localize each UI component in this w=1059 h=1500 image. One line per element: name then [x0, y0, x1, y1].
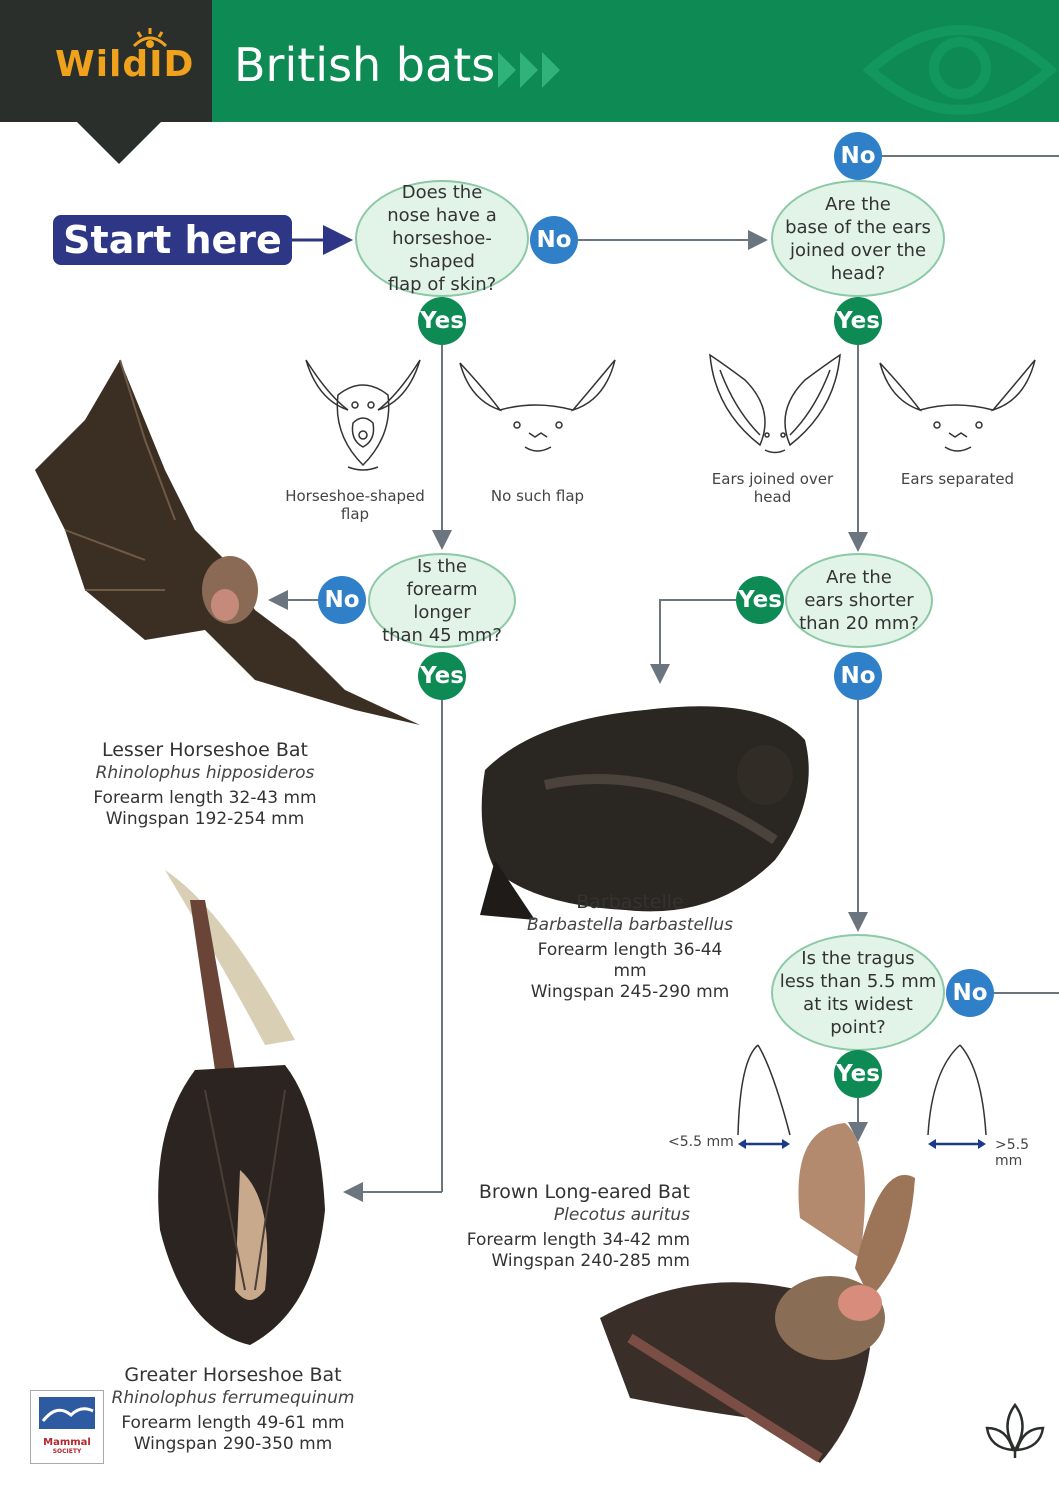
answer-yes-badge: Yes — [834, 297, 882, 345]
q3-line: forearm longer — [406, 578, 478, 623]
q5-line: Is the tragus — [801, 947, 915, 969]
tragus-narrow-illustration — [737, 1044, 791, 1149]
answer-no-badge: No — [318, 576, 366, 624]
mammal-society-icon — [39, 1397, 95, 1429]
q5-line: less than 5.5 mm — [779, 970, 937, 992]
species-name: Barbastelle — [576, 891, 684, 913]
wildid-logo: WildID — [55, 44, 195, 85]
mammal-society-logo: Mammal SOCIETY — [30, 1390, 104, 1464]
species-barbastelle: Barbastelle Barbastella barbastellus For… — [525, 890, 735, 1003]
species-forearm: Forearm length 36-44 mm — [537, 940, 723, 981]
ears-joined-illustration — [709, 353, 841, 454]
eye-icon — [862, 25, 1058, 115]
q3-line: Is the — [417, 555, 467, 577]
logo-box — [0, 0, 212, 122]
species-latin: Rhinolophus ferrumequinum — [111, 1388, 355, 1408]
ears-separated-illustration — [879, 359, 1036, 452]
answer-yes-badge: Yes — [736, 576, 784, 624]
species-wingspan: Wingspan 192-254 mm — [105, 809, 305, 829]
species-latin: Plecotus auritus — [553, 1205, 690, 1225]
q3-line: than 45 mm? — [382, 624, 502, 646]
answer-yes-badge: Yes — [834, 1050, 882, 1098]
species-name: Greater Horseshoe Bat — [124, 1364, 342, 1386]
greater-horseshoe-bat-image — [158, 870, 325, 1345]
lesser-horseshoe-bat-image — [35, 359, 420, 725]
q2-line: joined over the — [789, 239, 927, 261]
species-greater-horseshoe: Greater Horseshoe Bat Rhinolophus ferrum… — [108, 1363, 358, 1455]
chevrons-icon — [498, 52, 560, 88]
page-title: British bats — [234, 38, 496, 92]
start-here-label: Start here — [53, 215, 292, 265]
species-brown-long-eared: Brown Long-eared Bat Plecotus auritus Fo… — [465, 1180, 690, 1272]
species-wingspan: Wingspan 240-285 mm — [491, 1251, 690, 1271]
q1-line: nose have a — [387, 205, 497, 226]
brown-long-eared-bat-image — [600, 1123, 915, 1463]
plain-nose-illustration — [459, 359, 616, 452]
answer-no-badge: No — [834, 652, 882, 700]
caption-no-flap: No such flap — [490, 487, 585, 505]
q4-line: Are the — [826, 567, 892, 588]
species-name: Lesser Horseshoe Bat — [101, 739, 308, 761]
species-latin: Rhinolophus hipposideros — [95, 763, 315, 783]
answer-no-badge: No — [834, 132, 882, 180]
answer-yes-badge: Yes — [418, 652, 466, 700]
answer-yes-badge: Yes — [418, 297, 466, 345]
tragus-small-label: <5.5 mm — [668, 1134, 734, 1150]
logo-notch — [75, 120, 163, 164]
tragus-large-label: >5.5 mm — [995, 1137, 1029, 1169]
society-logo-line: Mammal — [43, 1437, 91, 1448]
leaf-icon — [985, 1402, 1045, 1458]
species-lesser-horseshoe: Lesser Horseshoe Bat Rhinolophus hipposi… — [85, 738, 325, 830]
caption-line: flap — [340, 505, 370, 523]
species-forearm: Forearm length 49-61 mm — [121, 1413, 345, 1433]
species-forearm: Forearm length 32-43 mm — [93, 788, 317, 808]
caption-line: Horseshoe-shaped — [285, 487, 425, 505]
q2-line: Are the — [825, 193, 891, 215]
caption-ears-separated: Ears separated — [900, 470, 1015, 488]
q1-line: Does the — [401, 182, 483, 203]
q1-line: horseshoe-shaped — [392, 228, 492, 272]
q2-line: head? — [830, 262, 886, 284]
species-wingspan: Wingspan 245-290 mm — [530, 982, 730, 1002]
society-logo-line: SOCIETY — [52, 1448, 82, 1455]
q1-line: flap of skin? — [387, 274, 497, 295]
logo-eye-icon — [132, 28, 168, 48]
q5-line: at its widest — [803, 993, 913, 1015]
species-forearm: Forearm length 34-42 mm — [466, 1230, 690, 1250]
tragus-wide-illustration — [927, 1044, 987, 1149]
caption-line: Ears joined over — [711, 470, 834, 488]
q4-line: than 20 mm? — [799, 613, 919, 634]
q4-line: ears shorter — [804, 590, 914, 611]
q2-line: base of the ears — [785, 216, 931, 238]
caption-line: head — [753, 488, 792, 506]
answer-no-badge: No — [530, 216, 578, 264]
species-wingspan: Wingspan 290-350 mm — [133, 1434, 333, 1454]
horseshoe-nose-illustration — [305, 359, 421, 471]
species-name: Brown Long-eared Bat — [478, 1181, 690, 1203]
barbastelle-image — [480, 706, 809, 920]
species-latin: Barbastella barbastellus — [527, 915, 733, 935]
answer-no-badge: No — [946, 969, 994, 1017]
q5-line: point? — [830, 1016, 886, 1038]
